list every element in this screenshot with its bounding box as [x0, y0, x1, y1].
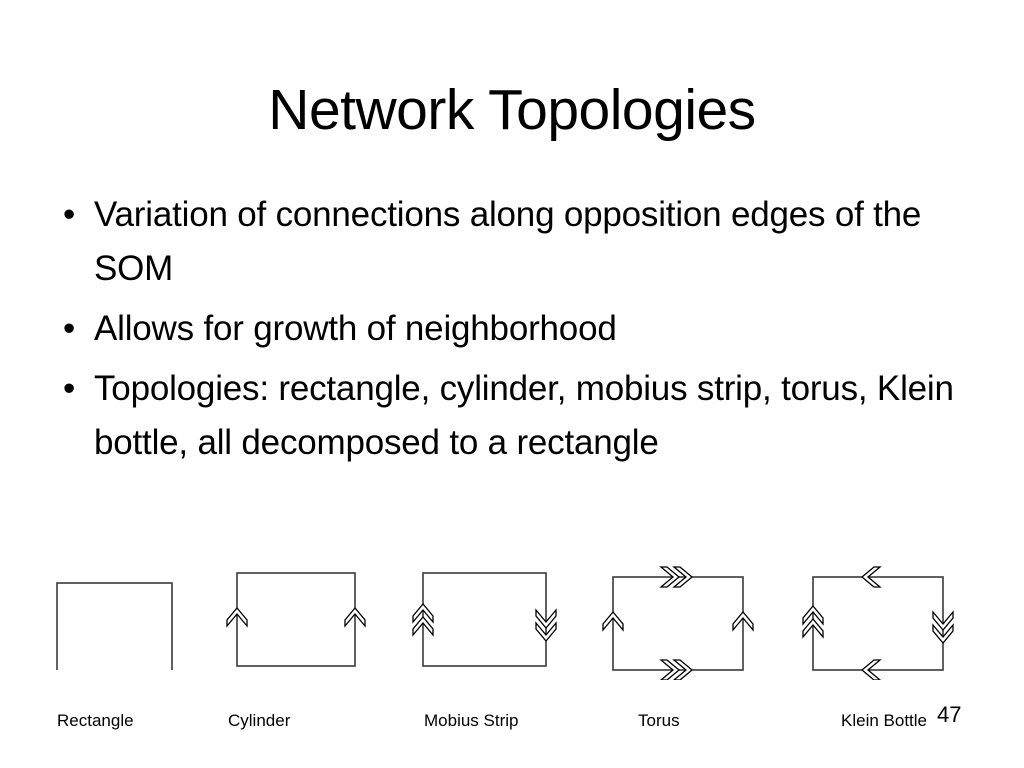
- arrow-single-left-icon: [860, 659, 882, 680]
- arrow-double-left-icon: [932, 610, 954, 645]
- arrow-double-right-icon: [412, 602, 434, 637]
- figure-klein-bottle: [798, 560, 958, 680]
- arrow-double-right-icon: [802, 604, 824, 639]
- cylinder-shape-icon: [226, 572, 366, 667]
- bullet-marker-icon: •: [63, 195, 76, 234]
- caption-mobius-strip: Mobius Strip: [424, 711, 519, 730]
- bullet-list: • Variation of connections along opposit…: [56, 188, 976, 476]
- figure-torus: [598, 560, 758, 680]
- caption-cylinder: Cylinder: [228, 711, 291, 730]
- figure-rectangle: [50, 560, 180, 670]
- arrow-single-right-icon: [602, 610, 624, 632]
- arrow-single-right-icon: [226, 606, 248, 628]
- caption-klein-bottle: Klein Bottle: [841, 711, 927, 730]
- figure-caption-row: Rectangle Cylinder Mobius Strip Torus Kl…: [0, 710, 1024, 740]
- arrow-double-right-icon: [659, 566, 694, 588]
- torus-shape-icon: [602, 566, 754, 680]
- mobius-strip-shape-icon: [412, 572, 557, 667]
- bullet-marker-icon: •: [63, 369, 76, 408]
- list-item: • Topologies: rectangle, cylinder, mobiu…: [56, 362, 976, 470]
- arrow-double-left-icon: [535, 608, 557, 643]
- page-number: 47: [937, 702, 962, 727]
- list-item: • Variation of connections along opposit…: [56, 188, 976, 296]
- arrow-double-right-icon: [659, 659, 694, 680]
- bullet-marker-icon: •: [63, 309, 76, 348]
- caption-torus: Torus: [638, 711, 680, 730]
- bullet-text: Topologies: rectangle, cylinder, mobius …: [94, 369, 954, 462]
- list-item: • Allows for growth of neighborhood: [56, 302, 976, 356]
- caption-rectangle: Rectangle: [57, 711, 134, 730]
- topology-diagram-row: [0, 560, 1024, 690]
- bullet-text: Variation of connections along oppositio…: [94, 195, 922, 288]
- rectangle-shape-icon: [56, 582, 173, 670]
- page-title: Network Topologies: [268, 78, 756, 142]
- arrow-single-right-icon: [732, 610, 754, 632]
- bullet-text: Allows for growth of neighborhood: [94, 309, 617, 348]
- klein-bottle-shape-icon: [802, 566, 954, 680]
- arrow-single-left-icon: [860, 566, 882, 588]
- figure-mobius-strip: [408, 560, 563, 670]
- arrow-single-right-icon: [344, 606, 366, 628]
- figure-cylinder: [225, 560, 370, 670]
